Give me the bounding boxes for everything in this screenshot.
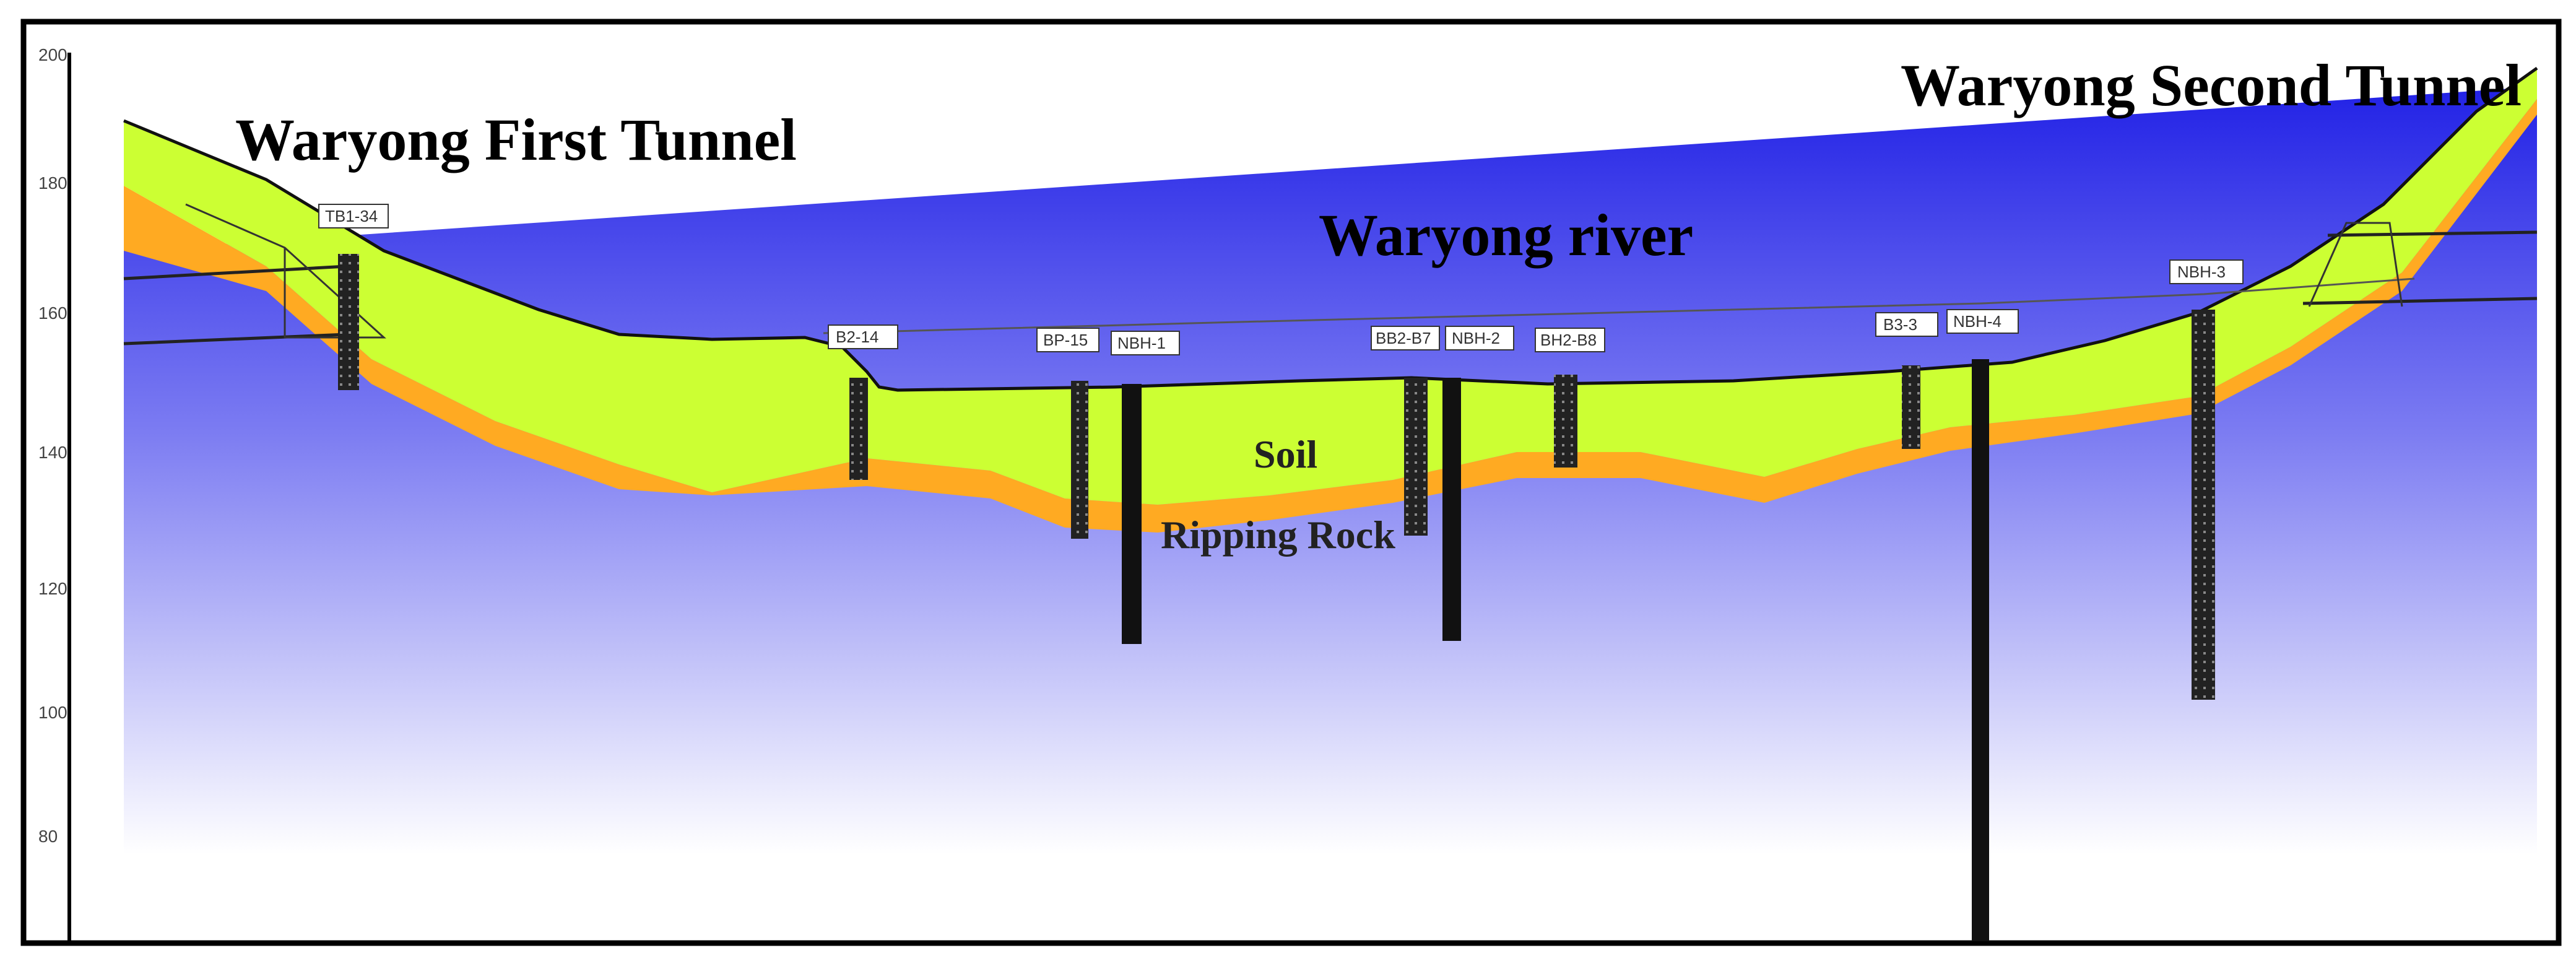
- borehole-bh2-b8: BH2-B8: [1535, 328, 1605, 468]
- borehole-nbh-2: NBH-2: [1442, 326, 1514, 641]
- river-title: Waryong river: [1319, 202, 1693, 268]
- tick-100: 100: [38, 703, 67, 722]
- soil-label: Soil: [1254, 432, 1317, 476]
- tunnel-line-right: [2327, 230, 2538, 237]
- tick-200: 200: [38, 45, 67, 64]
- tunnel-line-left: [123, 264, 347, 281]
- boreholes: TB1-34 B2-14 BP-15 NBH-1 BB2-B7 NBH-2: [318, 204, 2244, 941]
- tunnel-line-right-2: [2302, 297, 2538, 305]
- borehole-label: NBH-3: [2177, 263, 2226, 281]
- borehole-tb1-34: TB1-34: [318, 204, 389, 390]
- ripping-rock-label: Ripping Rock: [1161, 513, 1395, 557]
- tick-80: 80: [38, 827, 58, 846]
- borehole-label: NBH-2: [1452, 329, 1500, 347]
- borehole-label: NBH-4: [1953, 312, 2001, 331]
- soil-layer: [124, 68, 2537, 505]
- borehole-nbh-3: NBH-3: [2169, 259, 2244, 700]
- first-tunnel-portal: [185, 203, 386, 339]
- borehole-label: NBH-1: [1117, 334, 1166, 352]
- borehole-b3-3: B3-3: [1875, 312, 1938, 449]
- borehole-bb2-b7: BB2-B7: [1371, 326, 1440, 536]
- tick-180: 180: [38, 173, 67, 193]
- borehole-nbh-4: NBH-4: [1946, 309, 2019, 941]
- road-alignment-line: [823, 277, 2415, 334]
- first-tunnel-title: Waryong First Tunnel: [235, 107, 797, 173]
- borehole-label: TB1-34: [325, 207, 378, 225]
- tunnel-line-left-2: [123, 333, 347, 346]
- borehole-bp-15: BP-15: [1036, 328, 1099, 539]
- second-tunnel-portal: [2308, 222, 2403, 307]
- tick-120: 120: [38, 579, 67, 598]
- borehole-label: B2-14: [836, 328, 878, 346]
- borehole-label: B3-3: [1883, 315, 1917, 334]
- borehole-nbh-1: NBH-1: [1111, 331, 1180, 644]
- borehole-b2-14: B2-14: [828, 324, 898, 480]
- axis-ticks: 200 180 160 140 120 100 80: [38, 45, 67, 846]
- tick-140: 140: [38, 443, 67, 462]
- borehole-label: BB2-B7: [1376, 329, 1431, 347]
- borehole-label: BP-15: [1043, 331, 1088, 349]
- borehole-label: BH2-B8: [1540, 331, 1597, 349]
- tick-160: 160: [38, 303, 67, 323]
- second-tunnel-title: Waryong Second Tunnel: [1901, 52, 2522, 118]
- ground-surface-line: [123, 66, 2538, 392]
